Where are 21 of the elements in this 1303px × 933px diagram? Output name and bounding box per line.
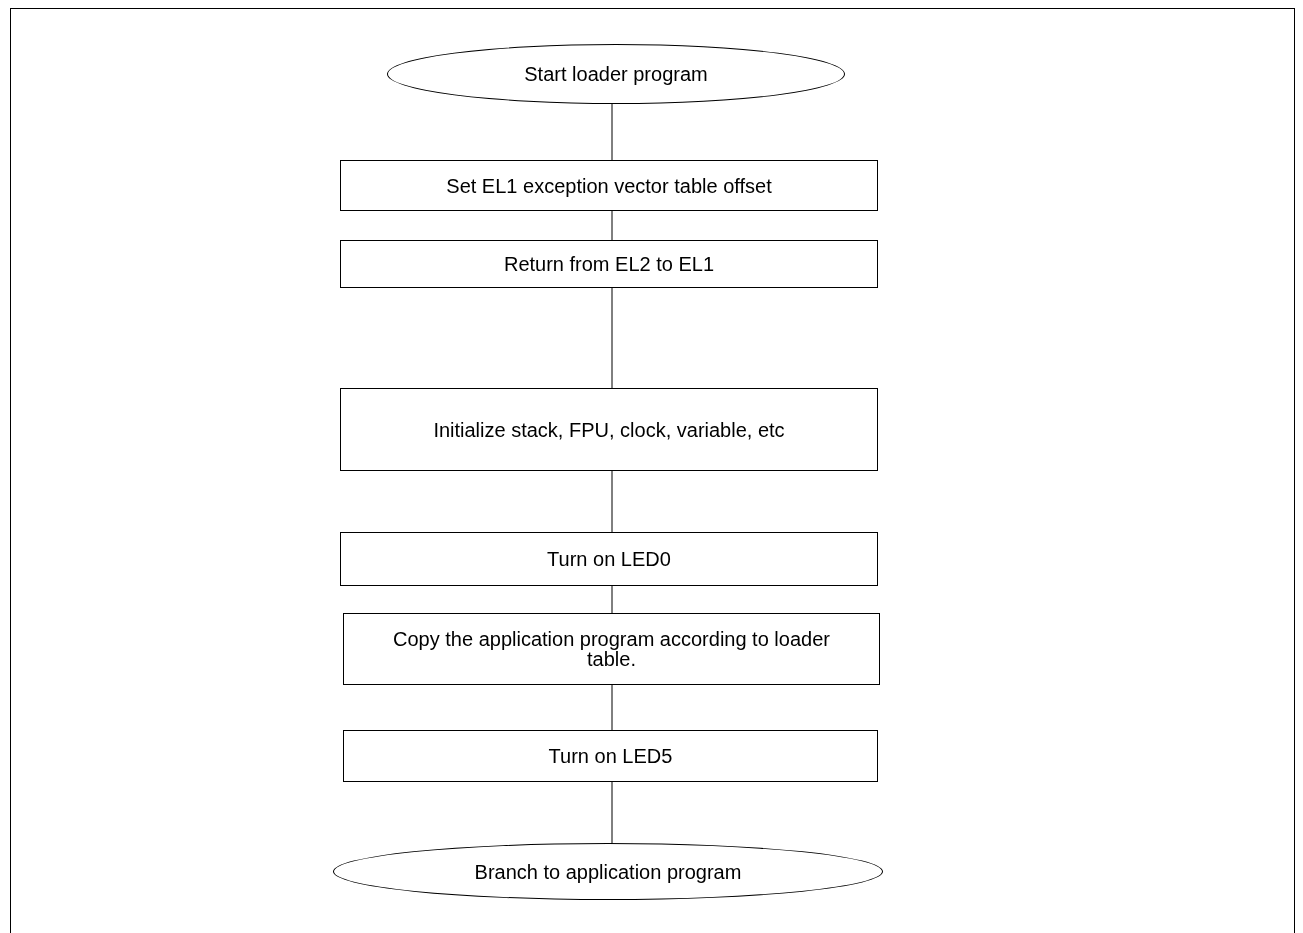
step-text: Branch to application program [474,861,742,882]
connector-line [611,470,613,533]
process-box [343,730,878,782]
step-text: Return from EL2 to EL1 [503,254,715,274]
step-text: Turn on LED0 [547,549,671,569]
step-text: Start loader program [524,64,708,84]
connector-line [611,781,613,844]
step-text: Set EL1 exception vector table offset [446,175,772,196]
process-box [340,240,878,288]
connector-line [611,210,613,241]
step-text: Copy the application program according to loader table. [392,629,831,669]
process-box [340,160,878,211]
process-box [343,613,880,685]
step-text: Turn on LED5 [548,746,673,766]
process-box [340,388,878,471]
step-text: Initialize stack, FPU, clock, variable, etc [433,419,785,440]
connector-line [611,684,613,731]
connector-line [611,585,613,614]
process-box [340,532,878,586]
connector-line [611,103,613,161]
connector-line [611,287,613,389]
